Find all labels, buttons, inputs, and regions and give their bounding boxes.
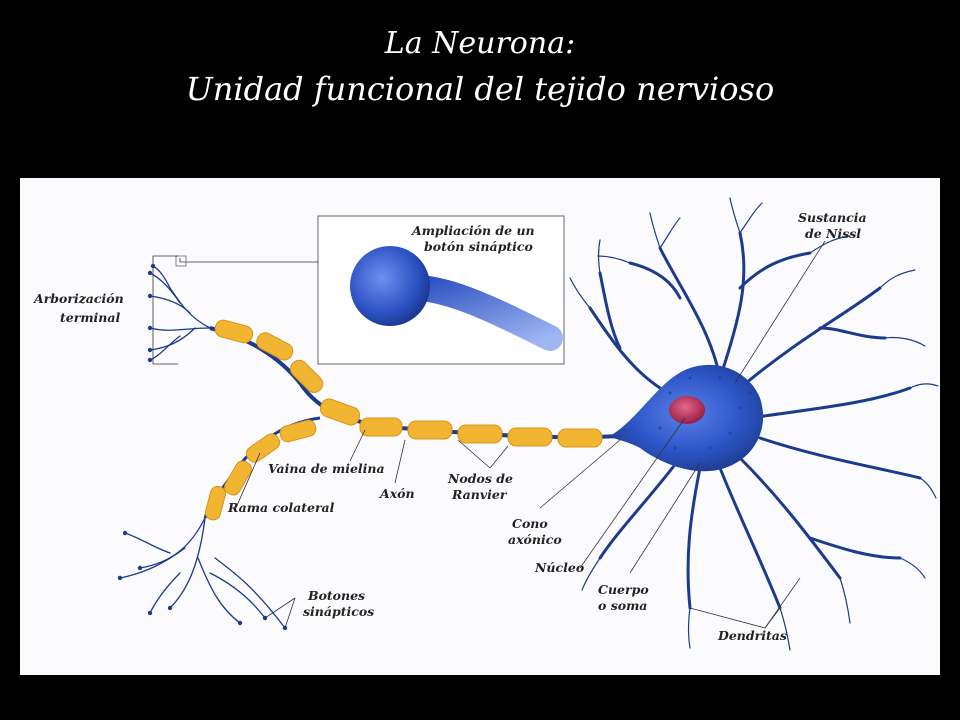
label-arborizacion-1: Arborización [33, 291, 124, 306]
synaptic-boutons [117, 530, 288, 631]
label-dendritas: Dendritas [717, 628, 787, 643]
terminal-arborization [149, 265, 211, 361]
neuron-diagram: Sustancia de Nissl Ampliación de un botó… [20, 178, 940, 675]
collateral-arborization [119, 517, 286, 629]
label-vaina-mielina: Vaina de mielina [268, 461, 385, 476]
dendrites [588, 231, 922, 610]
enlargement-connector [179, 258, 318, 263]
neuron-illustration: Sustancia de Nissl Ampliación de un botó… [33, 197, 939, 651]
terminal-boutons [147, 263, 156, 363]
title-line-2: Unidad funcional del tejido nervioso [185, 70, 775, 108]
nucleus [669, 396, 705, 424]
myelin-sheath [204, 319, 603, 521]
label-nodos-1: Nodos de [447, 471, 513, 486]
dendrite-fine-branches [569, 197, 939, 651]
label-sustancia-nissl-2: de Nissl [805, 226, 861, 241]
label-cono-1: Cono [512, 516, 548, 531]
label-nodos-2: Ranvier [451, 487, 508, 502]
label-cono-2: axónico [508, 532, 562, 547]
synaptic-bulb [350, 246, 430, 326]
label-botones-1: Botones [307, 588, 365, 603]
label-rama-colateral: Rama colateral [227, 500, 335, 515]
label-ampliacion-1: Ampliación de un [411, 223, 535, 238]
title-line-1: La Neurona: [384, 26, 576, 61]
label-nucleo: Núcleo [534, 560, 584, 575]
leader-lines [234, 240, 826, 629]
label-sustancia-nissl-1: Sustancia [798, 210, 867, 225]
label-axon: Axón [379, 486, 415, 501]
label-cuerpo-2: o soma [598, 598, 647, 613]
label-ampliacion-2: botón sináptico [424, 239, 533, 254]
label-botones-2: sinápticos [303, 604, 374, 619]
label-cuerpo-1: Cuerpo [598, 582, 649, 597]
label-arborizacion-2: terminal [60, 310, 120, 325]
nissl-substance [658, 376, 752, 450]
